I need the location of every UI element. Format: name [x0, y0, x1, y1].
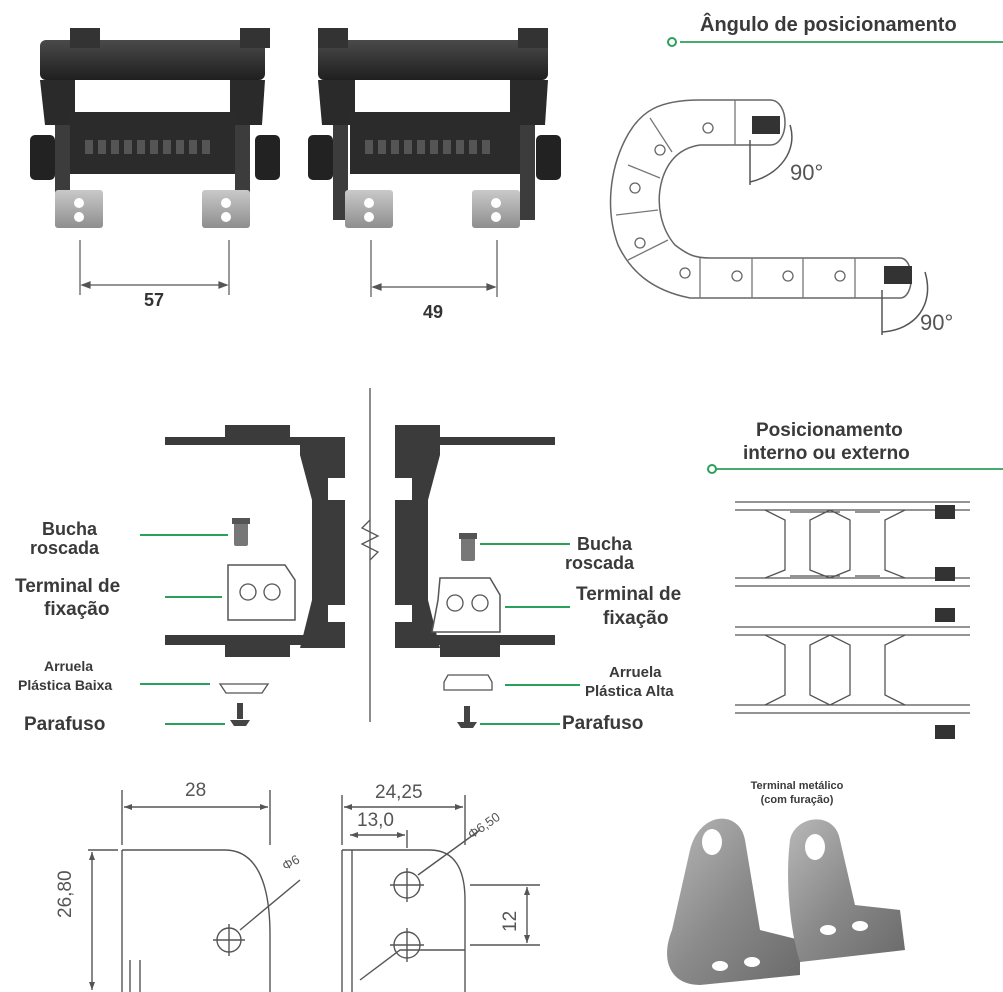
label-terminal-right-2: fixação [603, 608, 669, 629]
metal-terminal-photo [667, 818, 905, 985]
dim-left-height: 26,80 [55, 870, 76, 918]
metal-terminal-title-2: (com furação) [760, 794, 834, 806]
label-bushing-right-1: Bucha [577, 534, 633, 554]
internal-external-title-1: Posicionamento [756, 420, 903, 441]
bracket-wide [30, 28, 280, 228]
label-screw-left: Parafuso [24, 714, 106, 735]
label-washer-right-1: Arruela [609, 664, 662, 681]
dimension-49: 49 [423, 302, 444, 322]
internal-external-title-2: interno ou externo [743, 443, 910, 464]
label-washer-right-2: Plástica Alta [585, 683, 674, 700]
bracket-narrow [308, 28, 561, 228]
dimension-57: 57 [144, 290, 165, 310]
label-terminal-left-1: Terminal de [15, 576, 121, 597]
dim-left-width: 28 [185, 780, 207, 801]
angle-upper: 90° [790, 160, 824, 185]
label-bushing-left-2: roscada [30, 538, 100, 558]
dim-right-width: 24,25 [375, 782, 423, 803]
angle-lower: 90° [920, 310, 954, 335]
label-screw-right: Parafuso [562, 713, 644, 734]
angle-chain-diagram [609, 41, 1003, 335]
positioning-angle-title: Ângulo de posicionamento [700, 14, 957, 36]
technical-drawings [88, 790, 540, 992]
label-bushing-right-2: roscada [565, 553, 635, 573]
label-terminal-left-2: fixação [44, 599, 110, 620]
internal-external-diagram [712, 468, 1003, 714]
label-bushing-left-1: Bucha [42, 519, 98, 539]
metal-terminal-title-1: Terminal metálico [750, 780, 844, 792]
assembly-exploded-view [140, 388, 580, 728]
label-terminal-right-1: Terminal de [576, 584, 682, 605]
dim-right-spacing: 12 [500, 910, 521, 932]
dim-right-offset: 13,0 [357, 810, 394, 831]
label-washer-left-2: Plástica Baixa [18, 677, 113, 693]
label-washer-left-1: Arruela [44, 658, 94, 674]
top-dimension-lines [79, 240, 498, 297]
